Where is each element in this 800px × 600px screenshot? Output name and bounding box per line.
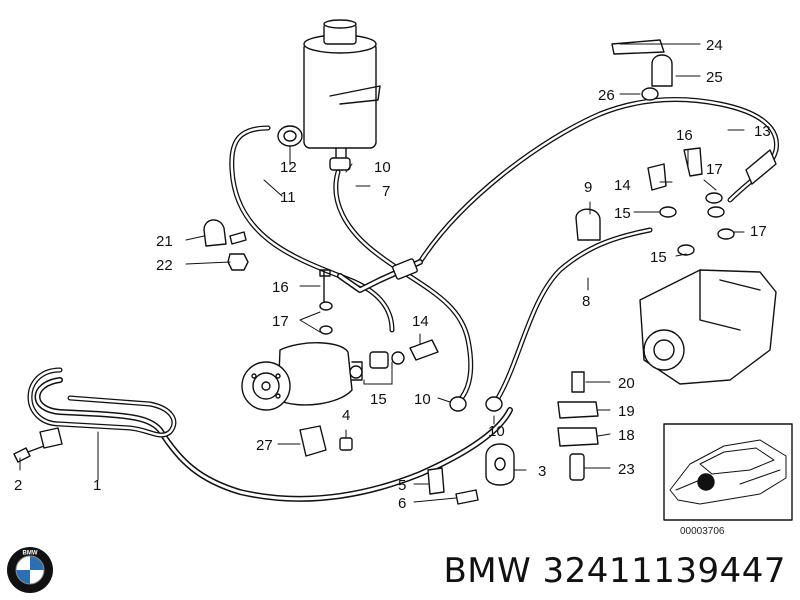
callout-5: 5 [398, 477, 406, 494]
callout-10-mid: 10 [414, 391, 431, 408]
callout-22: 22 [156, 257, 173, 274]
bracket-27 [299, 425, 327, 457]
callout-24: 24 [706, 37, 723, 54]
callout-18: 18 [618, 427, 635, 444]
callout-26: 26 [598, 87, 615, 104]
callout-17-gear: 17 [750, 223, 767, 240]
callout-23: 23 [618, 461, 635, 478]
callout-14-gear: 14 [614, 177, 631, 194]
callout-10-top: 10 [374, 159, 391, 176]
svg-text:BMW: BMW [23, 551, 38, 557]
callout-17-upper: 17 [706, 161, 723, 178]
callout-4: 4 [342, 407, 350, 424]
steering-gear [639, 269, 777, 385]
part-number: 32411139447 [542, 551, 786, 591]
callout-14-pump: 14 [412, 313, 429, 330]
footer-part-label: BMW 32411139447 [443, 551, 786, 591]
nut-22 [227, 253, 249, 271]
power-steering-pump [241, 342, 363, 411]
callout-1: 1 [93, 477, 101, 494]
callout-17-pump: 17 [272, 313, 289, 330]
callout-11: 11 [280, 189, 296, 206]
nut-26 [641, 87, 659, 101]
inset-code: 00003706 [680, 526, 725, 537]
callout-16-pump: 16 [272, 279, 289, 296]
sleeve-23 [569, 453, 585, 481]
callout-9: 9 [584, 179, 592, 196]
brand-name: BMW [443, 551, 532, 591]
bmw-roundel-logo: BMW [7, 547, 53, 593]
callout-8: 8 [582, 293, 590, 310]
callout-2: 2 [14, 477, 22, 494]
callout-7: 7 [382, 183, 390, 200]
callout-13: 13 [754, 123, 771, 140]
callout-3: 3 [538, 463, 546, 480]
callout-12: 12 [280, 159, 297, 176]
callout-20: 20 [618, 375, 635, 392]
callout-15-upper: 15 [614, 205, 631, 222]
clamp-21 [203, 219, 227, 247]
clamp-10-top [329, 157, 351, 171]
callout-25: 25 [706, 69, 723, 86]
callout-16-gear: 16 [676, 127, 693, 144]
grommet-4 [339, 437, 353, 451]
reservoir [303, 19, 381, 161]
callout-15-pump: 15 [370, 391, 387, 408]
grommet-3 [485, 443, 515, 486]
car-location-inset [663, 423, 793, 521]
callout-10-low: 10 [488, 423, 505, 440]
callout-21: 21 [156, 233, 173, 250]
callout-15-lower: 15 [650, 249, 667, 266]
callout-6: 6 [398, 495, 406, 512]
callout-27: 27 [256, 437, 273, 454]
clamp-12 [277, 125, 303, 147]
callout-19: 19 [618, 403, 635, 420]
